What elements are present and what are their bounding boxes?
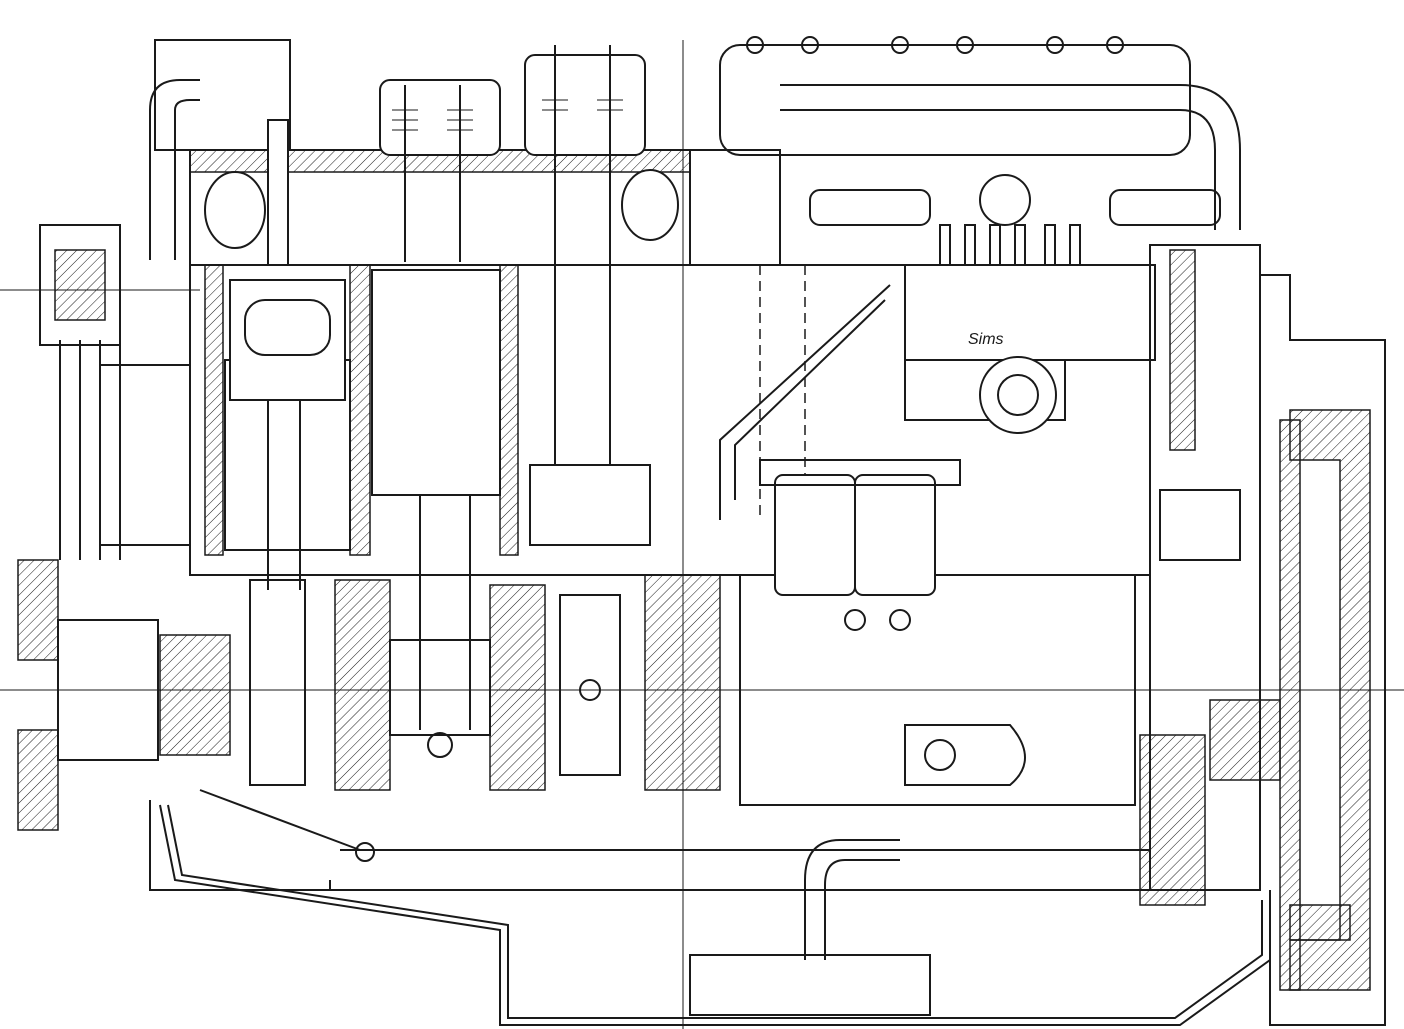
pistons [229,279,651,730]
fuel-filters [759,459,961,631]
pump-marking: Sims [968,331,1004,348]
crankcase [149,575,1150,891]
valves [392,45,623,470]
injector-pipes [939,224,1081,266]
gear-housing [1139,244,1281,906]
flywheel-housing [1260,274,1386,1026]
oil-sump [159,789,1271,1026]
fuel-injection-pump: Sims [719,174,1156,520]
front-pulley [17,224,191,831]
crankshaft [159,574,721,791]
cylinder-head [189,45,691,470]
